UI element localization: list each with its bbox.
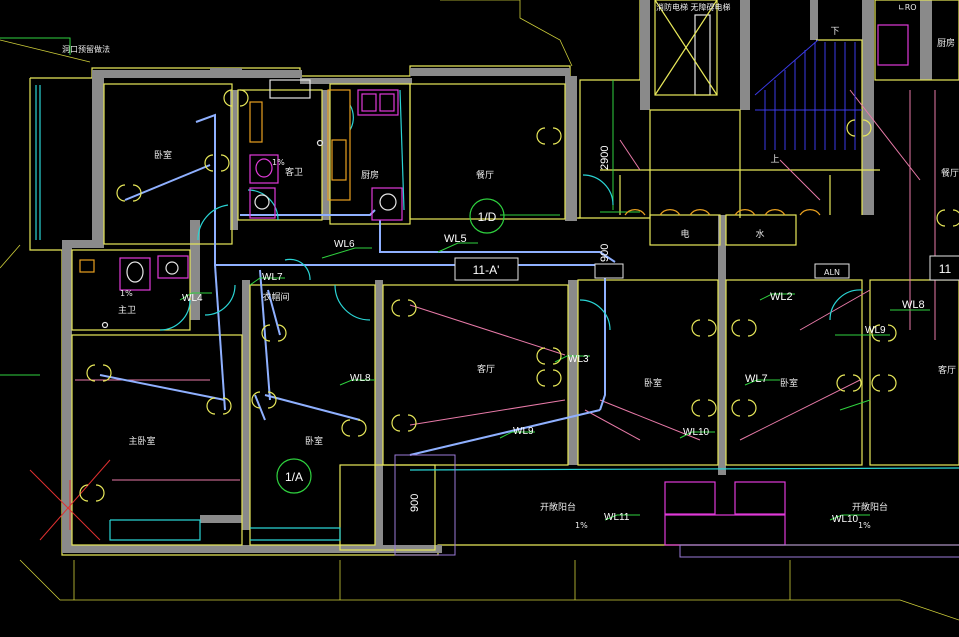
reference-tag-1a: 1/A xyxy=(276,458,312,494)
pipe-label-wl6: WL6 xyxy=(334,239,355,250)
slope-label-balcony-right: 1% xyxy=(858,521,871,530)
grid-box-11a: 11-A' xyxy=(454,257,519,281)
pipe-label-wl5: WL5 xyxy=(444,233,467,245)
room-label-open-balcony-left: 开敞阳台 xyxy=(540,501,576,513)
grid-box-11a-text: 11-A' xyxy=(473,263,500,277)
al-box-right: ALN xyxy=(814,263,850,279)
slope-label-balcony-left: 1% xyxy=(575,521,588,530)
elevator-note: 消防电梯 无障碍电梯 xyxy=(656,2,731,12)
leader-lines xyxy=(29,89,936,541)
stair xyxy=(754,39,862,150)
arched-doors xyxy=(624,209,821,216)
pipe-label-wl9-right: WL9 xyxy=(865,325,886,336)
al-box-left xyxy=(594,263,624,279)
reference-tag-1a-text: 1/A xyxy=(285,470,303,484)
room-label-dining-right: 餐厅 xyxy=(941,167,959,179)
pipe-labels: WL5 WL6 WL7 WL4 WL8 WL3 WL9 WL10 WL11 WL… xyxy=(182,233,925,525)
pipe-label-wl8-right: WL8 xyxy=(902,299,925,311)
shaft-outline xyxy=(394,454,959,558)
dimension-900-top: 900 xyxy=(599,244,611,262)
room-labels: 卧室 客卫 厨房 餐厅 主卫 衣帽间 客厅 主卧室 卧室 卧室 卧室 开敞阳台 … xyxy=(118,37,959,513)
drain-symbols xyxy=(79,89,959,502)
room-label-master-bath: 主卫 xyxy=(118,304,136,316)
slope-label-guest: 1% xyxy=(272,158,285,167)
reference-tag-1d-text: 1/D xyxy=(478,210,497,224)
walls xyxy=(62,0,932,553)
fixtures xyxy=(79,0,909,546)
room-label-kitchen: 厨房 xyxy=(361,169,379,181)
label-leaders xyxy=(0,37,930,521)
room-label-living-right: 客厅 xyxy=(938,364,956,376)
doors xyxy=(35,85,959,541)
room-label-living: 客厅 xyxy=(477,363,495,375)
room-label-dining: 餐厅 xyxy=(476,169,494,181)
pipe-label-wl8: WL8 xyxy=(350,373,371,384)
shaft-label-electric: 电 xyxy=(680,228,689,240)
pipe-label-wl2: WL2 xyxy=(770,291,793,303)
shaft-label-water: 水 xyxy=(755,228,764,240)
al-box-right-text: ALN xyxy=(824,268,840,277)
pipe-label-wl7-right: WL7 xyxy=(745,373,768,385)
stair-label-up: 上 xyxy=(770,154,779,165)
grid-box-11-right-text: 11 xyxy=(939,262,952,276)
hole-note: 洞口预留做法 xyxy=(62,44,110,54)
room-label-bedroom-nw: 卧室 xyxy=(154,149,172,161)
room-label-guest-bath: 客卫 xyxy=(285,166,303,178)
pipe-label-wl10-right: WL10 xyxy=(832,514,859,525)
room-label-bedroom-mid: 卧室 xyxy=(644,377,662,389)
pipe-label-wl10: WL10 xyxy=(683,427,710,438)
dimension-900-bottom: 900 xyxy=(409,494,421,512)
pipe-label-wl9: WL9 xyxy=(513,426,534,437)
dimension-2900: 2900 xyxy=(599,146,611,170)
room-label-master-bedroom: 主卧室 xyxy=(128,435,155,447)
pipe-label-wl4: WL4 xyxy=(182,293,203,304)
room-lines xyxy=(71,0,959,551)
room-label-kitchen-right: 厨房 xyxy=(937,37,955,49)
room-label-open-balcony-right: 开敞阳台 xyxy=(852,501,888,513)
pipe-label-wl7: WL7 xyxy=(262,272,283,283)
room-label-bedroom-s: 卧室 xyxy=(305,435,323,447)
grid-box-11-right: 11 xyxy=(929,255,959,281)
pipe-label-wl3: WL3 xyxy=(568,354,589,365)
dimension-labels: 2900 900 900 xyxy=(409,146,611,512)
reference-tag-1d: 1/D xyxy=(469,198,505,234)
corner-note: ∟RO xyxy=(898,3,917,12)
room-label-bedroom-right: 卧室 xyxy=(780,377,798,389)
slope-label-master: 1% xyxy=(120,289,133,298)
pipe-label-wl11: WL11 xyxy=(604,512,630,523)
stair-label-down: 下 xyxy=(830,27,839,37)
misc-labels: 电 水 上 下 1% 1% 1% 1% 消防电梯 无障碍电梯 洞口预留做法 ∟R… xyxy=(62,2,917,530)
room-label-closet: 衣帽间 xyxy=(262,291,289,303)
